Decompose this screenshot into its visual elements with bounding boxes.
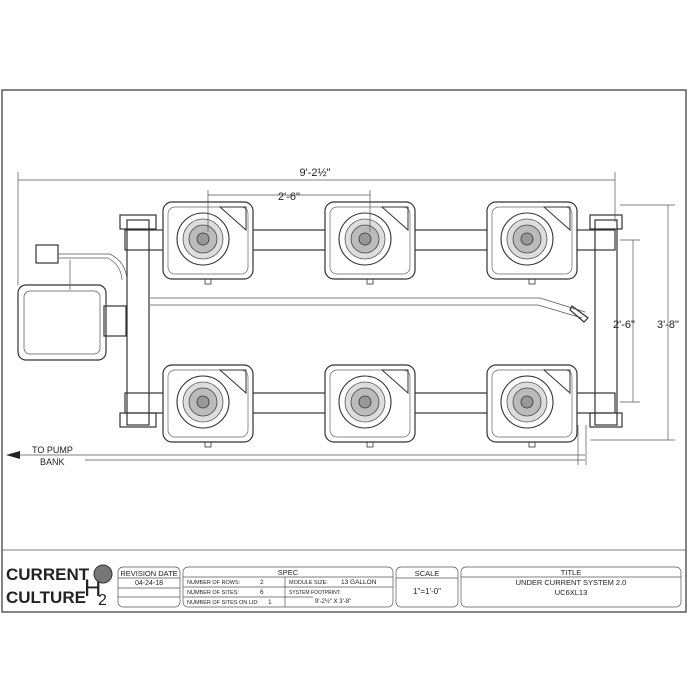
logo: CURRENT CULTURE H 2 bbox=[6, 564, 113, 609]
modules bbox=[162, 201, 578, 448]
grow-module bbox=[162, 201, 254, 285]
dimensions bbox=[17, 172, 675, 441]
revision-header: REVISION DATE bbox=[120, 569, 177, 578]
pump-unit bbox=[35, 244, 59, 264]
spec-rows-label: NUMBER OF ROWS: bbox=[187, 580, 241, 586]
spec-sites-value: 6 bbox=[260, 589, 264, 596]
reservoir-connector bbox=[103, 305, 127, 337]
grow-module bbox=[324, 364, 416, 448]
spec-lid-value: 1 bbox=[268, 599, 272, 606]
overall-width-dimension: 3'-8" bbox=[657, 319, 679, 331]
spec-footprint-label: SYSTEM FOOTPRINT: bbox=[289, 590, 341, 596]
fitting bbox=[119, 412, 157, 428]
pump-arrow-icon bbox=[6, 451, 20, 459]
pump-label: TO PUMP bbox=[32, 445, 73, 455]
fitting bbox=[119, 214, 157, 230]
drain-line bbox=[577, 425, 587, 465]
grow-module bbox=[162, 364, 254, 448]
revision-date: 04-24-18 bbox=[135, 580, 163, 587]
overall-length-dimension: 9'-2½" bbox=[299, 167, 330, 179]
spec-header: SPEC bbox=[278, 568, 299, 577]
title-header: TITLE bbox=[561, 568, 581, 577]
grow-module bbox=[486, 364, 578, 448]
valve bbox=[569, 305, 589, 323]
scale-value: 1"=1'-0" bbox=[413, 587, 441, 596]
scale-header: SCALE bbox=[415, 569, 440, 578]
drawing-frame bbox=[1, 89, 687, 613]
right-vertical-pipe bbox=[594, 219, 618, 426]
system-code: UC6XL13 bbox=[555, 588, 588, 597]
svg-text:H: H bbox=[84, 575, 101, 602]
left-vertical-pipe bbox=[126, 219, 150, 426]
svg-text:CULTURE: CULTURE bbox=[6, 588, 86, 607]
control-reservoir bbox=[17, 284, 107, 361]
svg-text:CURRENT: CURRENT bbox=[6, 565, 90, 584]
grow-module bbox=[486, 201, 578, 285]
fitting bbox=[589, 214, 623, 230]
spec-rows-value: 2 bbox=[260, 579, 264, 586]
svg-text:2: 2 bbox=[98, 592, 107, 609]
system-name: UNDER CURRENT SYSTEM 2.0 bbox=[516, 578, 627, 587]
pump-label-2: BANK bbox=[40, 457, 65, 467]
feed-line bbox=[58, 253, 128, 290]
reservoir-lid bbox=[23, 290, 101, 355]
site-spacing-dimension: 2'-6" bbox=[278, 191, 300, 203]
spec-module-label: MODULE SIZE: bbox=[289, 580, 328, 586]
spec-module-value: 13 GALLON bbox=[341, 579, 377, 586]
return-line bbox=[150, 297, 586, 319]
fitting bbox=[589, 412, 623, 428]
grow-module bbox=[324, 201, 416, 285]
spec-lid-label: NUMBER OF SITES ON LID: bbox=[187, 600, 259, 606]
drain-line bbox=[85, 454, 585, 461]
spec-footprint-value: 9'-2½" X 3'-8" bbox=[315, 598, 351, 605]
row-spacing-dimension: 2'-6" bbox=[613, 319, 635, 331]
spec-sites-label: NUMBER OF SITES: bbox=[187, 590, 239, 596]
